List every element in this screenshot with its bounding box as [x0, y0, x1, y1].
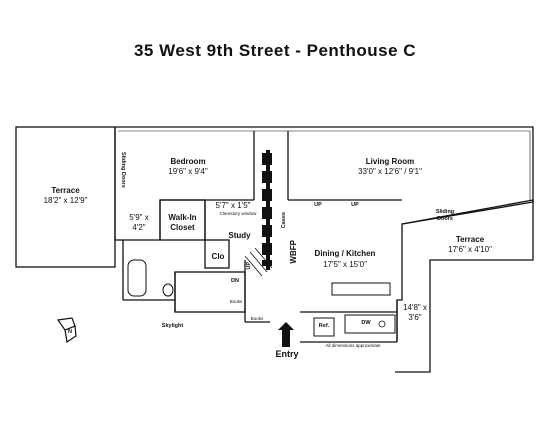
skylight-label: Skylight — [161, 323, 184, 329]
compass-label: N — [68, 329, 72, 335]
bedroom-name: Bedroom — [170, 157, 206, 166]
clo-label: Clo — [211, 252, 225, 261]
dw-label: DW — [361, 320, 371, 326]
terrace-east-closet-line2: 3'6" — [408, 313, 422, 322]
chimney-column — [262, 150, 272, 270]
dining-kitchen-dims: 17'5" x 15'0" — [323, 260, 367, 269]
terrace-west-dims: 18'2" x 12'9" — [43, 196, 88, 205]
clerestory-label: Clerestory window — [219, 211, 257, 216]
books-label-2: Books — [250, 316, 264, 321]
terrace-east-name: Terrace — [455, 235, 485, 244]
wbfp-label: WBFP — [289, 240, 298, 264]
kitchen-counter — [344, 314, 396, 334]
walk-in-closet-name2: Closet — [170, 223, 195, 232]
bedroom-dims: 19'6" x 9'4" — [168, 167, 208, 176]
ref-label: Ref. — [318, 323, 330, 329]
walk-in-closet-name: Walk-In — [168, 213, 197, 222]
closet-dims-line2: 4'2" — [132, 223, 146, 232]
entry-arrow-icon — [278, 322, 294, 347]
up-stair-label: UP — [246, 262, 252, 270]
sliding-doors-east-1: Sliding — [435, 209, 455, 215]
sliding-doors-west-label: Sliding Doors — [119, 152, 126, 188]
cases-label: Cases — [281, 212, 287, 229]
dining-kitchen-name: Dining / Kitchen — [314, 249, 376, 258]
sink — [378, 320, 386, 328]
entry-label: Entry — [275, 349, 299, 359]
compass-icon — [56, 317, 77, 344]
up-label-2: UP — [351, 202, 359, 208]
dn-label: DN — [231, 278, 239, 284]
bathtub — [127, 259, 147, 297]
terrace-west-name: Terrace — [51, 186, 80, 195]
terrace-east-dims: 17'6" x 4'10" — [448, 245, 492, 254]
dimensions-note: All dimensions approximate — [325, 343, 381, 348]
clo-wall — [204, 239, 230, 269]
books-label-1: Books — [229, 299, 243, 304]
terrace-east-outline — [395, 199, 534, 373]
sliding-doors-east-2: Doors — [437, 216, 453, 222]
closet-dims-line1: 5'9" x — [129, 213, 149, 222]
study-name: Study — [228, 231, 251, 240]
staircase — [244, 247, 273, 277]
study-dims: 5'7" x 1'5" — [215, 201, 251, 210]
toilet — [162, 283, 174, 297]
refrigerator — [313, 317, 335, 337]
up-label-1: UP — [314, 202, 322, 208]
kitchen-island — [331, 282, 391, 296]
living-room-name: Living Room — [365, 157, 415, 166]
living-room-dims: 33'0" x 12'6" / 9'1" — [358, 167, 422, 176]
page-title: 35 West 9th Street - Penthouse C — [133, 41, 417, 60]
terrace-east-closet-line1: 14'8" x — [403, 303, 427, 312]
